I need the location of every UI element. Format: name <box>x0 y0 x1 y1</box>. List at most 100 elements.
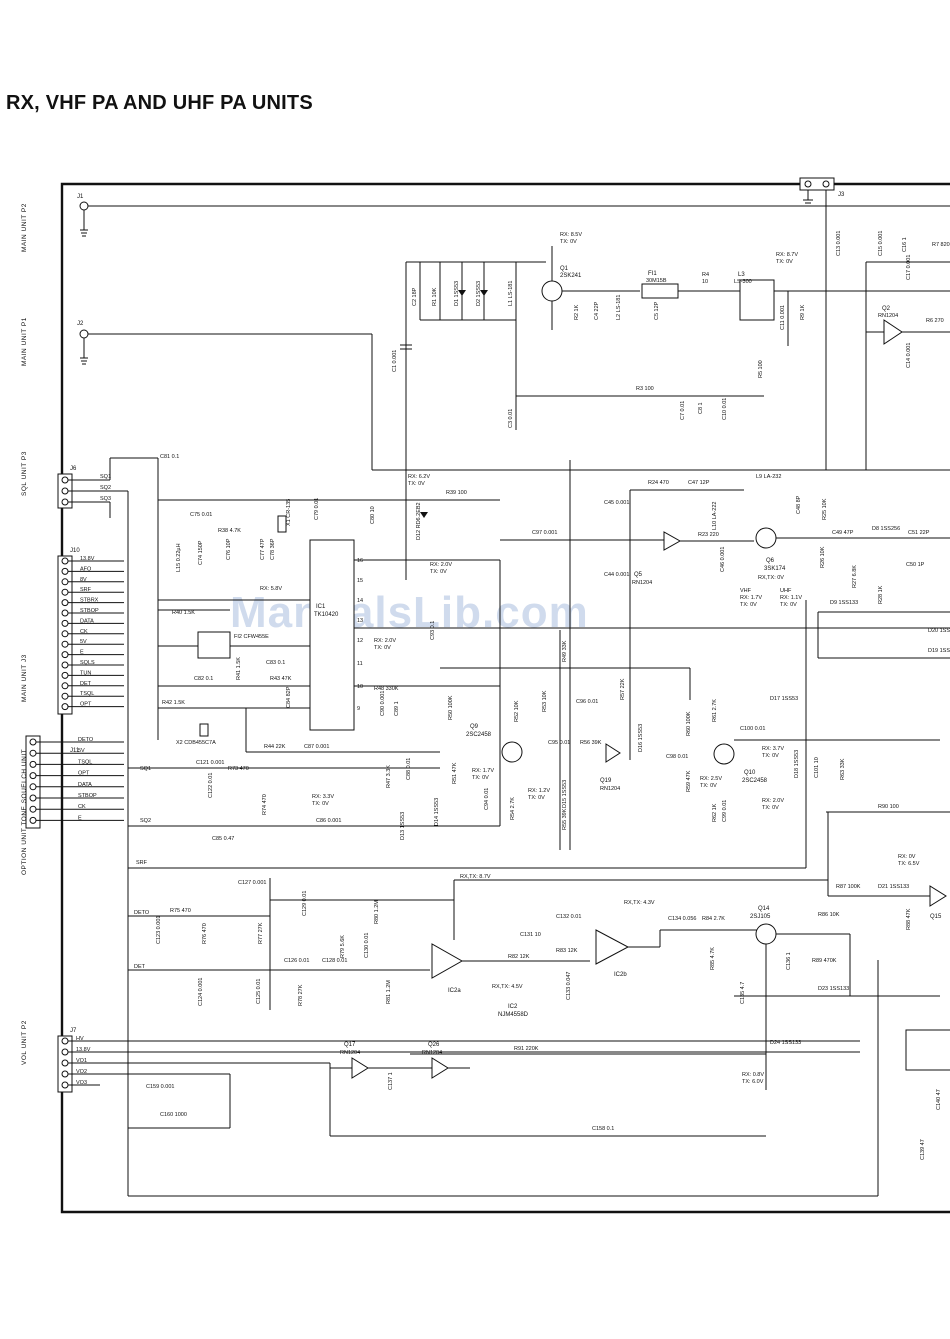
q6-symbol <box>755 527 777 549</box>
j10-pin-label: DET <box>80 681 92 687</box>
c8-label: C8 1 <box>698 402 704 414</box>
r90-label: R90 100 <box>878 804 899 810</box>
srf-net: SRF <box>136 860 148 866</box>
q1-type: 2SK241 <box>560 273 582 279</box>
j11-pin-dot <box>29 783 37 791</box>
l1-label: L1 LS-181 <box>508 281 514 306</box>
j10-block: J10 13.8VAFO8VSRFSTBRXSTBOPDATACK5VESQLS… <box>57 548 124 715</box>
r57-label: R57 22K <box>620 678 626 700</box>
c4-label: C4 22P <box>594 301 600 320</box>
q19-buffer <box>605 743 621 763</box>
d20-label: D20 1SS <box>928 628 950 634</box>
v17-rx: RX: 1.7V <box>472 768 494 774</box>
v33-tx: TX: 0V <box>312 801 329 807</box>
c99-label: C99 0.01 <box>722 800 728 822</box>
fi1-type: 30M15B <box>646 278 667 284</box>
r41-label: R41 1.5K <box>236 657 242 680</box>
j10-pin-dot <box>61 682 69 690</box>
r7-label: R7 820 <box>932 242 950 248</box>
l3-voltage-tx: TX: 0V <box>776 259 793 265</box>
q14-symbol <box>755 923 777 945</box>
j10-pin-dot <box>61 692 69 700</box>
ic1-section: J6 SQ1 SQ2 SQ3 C81 0.1 IC1 TK10420 16 15… <box>57 454 807 869</box>
c122-label: C122 0.01 <box>208 773 214 798</box>
j10-pin-label: 8V <box>80 577 87 583</box>
vhf-tx: TX: 0V <box>740 602 757 608</box>
side-label-vol-p2: VOL UNIT P2 <box>21 1020 28 1065</box>
j7-label: J7 <box>70 1028 77 1034</box>
q5-label: Q5 <box>634 572 643 578</box>
vhf-rx: RX: 1.7V <box>740 595 762 601</box>
v37-tx: TX: 0V <box>762 753 779 759</box>
q2-buffer <box>883 319 903 345</box>
l3-label: L3 <box>738 272 745 278</box>
page-title: RX, VHF PA AND UHF PA UNITS <box>6 92 313 114</box>
d21-label: D21 1SS133 <box>878 884 909 890</box>
r88-label: R88 47K <box>906 908 912 930</box>
fi1-filter <box>641 283 679 299</box>
v25-tx: TX: 0V <box>700 783 717 789</box>
j7-pin-label: VO1 <box>76 1058 87 1064</box>
c134-label: C134 0.056 <box>668 916 696 922</box>
q15-label: Q15 <box>930 914 942 920</box>
c126-label: C126 0.01 <box>284 958 309 964</box>
side-labels: MAIN UNIT P2 MAIN UNIT P1 SQL UNIT P3 MA… <box>21 203 28 1065</box>
d14-label: D14 1SS53 <box>434 798 440 826</box>
d8-label: D8 1SS256 <box>872 526 900 532</box>
uhf-section: R24 470 C47 12P L10 LA-222 L9 LA-232 C48… <box>354 460 950 850</box>
q2-type: RN1204 <box>878 313 898 319</box>
r78-label: R78 27K <box>298 984 304 1006</box>
r81-label: R81 1.2M <box>386 980 392 1004</box>
q1-symbol <box>541 280 563 302</box>
j11-pin-label: TSQL <box>78 759 92 765</box>
q5-type: RN1204 <box>632 580 652 586</box>
sq1-net: SQ1 <box>140 766 151 772</box>
ic2-section: DETO R75 470 C123 0.001 R76 470 C127 0.0… <box>128 812 950 1090</box>
r23-label: R23 220 <box>698 532 719 538</box>
q1-voltage-tx: TX: 0V <box>560 239 577 245</box>
j10-label: J10 <box>70 548 80 554</box>
r75-label: R75 470 <box>170 908 191 914</box>
j10-pin-label: DATA <box>80 618 94 624</box>
ic2a-opamp <box>431 943 464 979</box>
j11-pin-label: STBOP <box>78 793 97 799</box>
j11-pin-dot <box>29 805 37 813</box>
side-label-sql-p3: SQL UNIT P3 <box>21 451 28 496</box>
c85-label: C85 0.47 <box>212 836 234 842</box>
d17-label: D17 1SS53 <box>770 696 798 702</box>
ic2-type: NJM4558D <box>498 1012 529 1018</box>
x2-label: X2 CDB455C7A <box>176 740 216 746</box>
r49-label: R49 33K <box>562 640 568 662</box>
ic2b-label: IC2b <box>614 972 627 978</box>
v58-rx: RX: 5.8V <box>260 586 282 592</box>
l2-label: L2 LS-181 <box>616 295 622 320</box>
q19-type: RN1204 <box>600 786 620 792</box>
j11-pin-label: DETO <box>78 737 94 743</box>
r83-label: R83 12K <box>556 948 578 954</box>
r80-label: R80 1.2M <box>374 900 380 924</box>
r2-label: R2 1K <box>574 304 580 320</box>
r60-label: R60 100K <box>686 711 692 736</box>
v17-tx: TX: 0V <box>472 775 489 781</box>
q5-buffer <box>663 531 682 551</box>
q9-label: Q9 <box>470 724 479 730</box>
j10-pin-dot <box>61 578 69 586</box>
q9-symbol <box>501 741 523 763</box>
c124-label: C124 0.001 <box>198 978 204 1006</box>
c135-label: C135 4.7 <box>740 982 746 1004</box>
v12-tx: TX: 0V <box>528 795 545 801</box>
r86-label: R86 10K <box>818 912 840 918</box>
j10-pins: 13.8VAFO8VSRFSTBRXSTBOPDATACK5VESQLSTUND… <box>61 556 124 711</box>
j10-pin-label: OPT <box>80 702 92 708</box>
c86-label: C86 0.001 <box>316 818 341 824</box>
j10-pin-label: SRF <box>80 587 92 593</box>
c45-label: C45 0.001 <box>604 500 629 506</box>
j7-pin-dot <box>61 1081 69 1089</box>
c74-label: C74 150P <box>198 540 204 565</box>
r6-label: R6 270 <box>926 318 944 324</box>
side-label-main-p1: MAIN UNIT P1 <box>21 317 28 366</box>
c49-label: C49 47P <box>832 530 854 536</box>
r82-label: R82 12K <box>508 954 530 960</box>
j1-jack <box>79 201 89 211</box>
j7-pin-label: 13.8V <box>76 1047 91 1053</box>
